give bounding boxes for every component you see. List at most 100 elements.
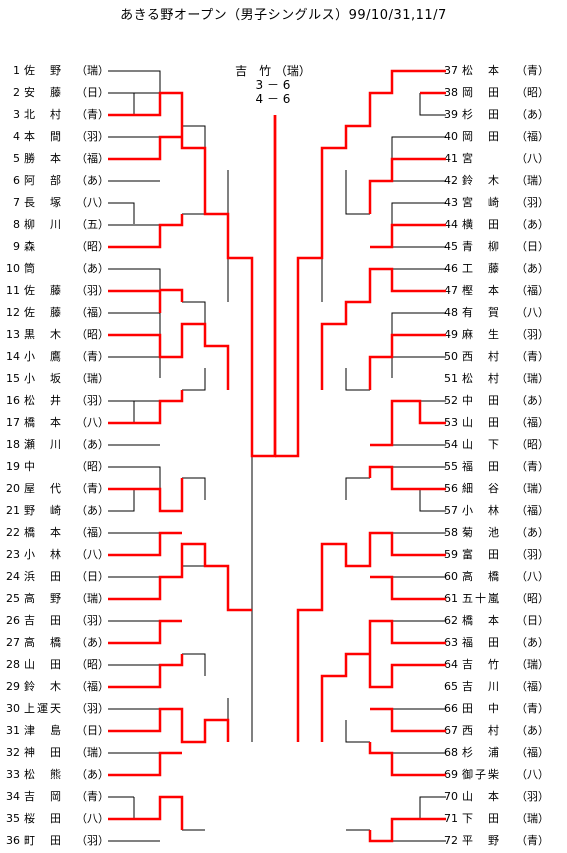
player-number: 50 [444, 350, 458, 363]
player-number: 11 [6, 284, 20, 297]
player-name: 中 [24, 460, 37, 473]
player-name: 橋 本 [24, 416, 63, 429]
player-club: （羽） [516, 790, 549, 803]
player-number: 13 [6, 328, 20, 341]
player-number: 24 [6, 570, 20, 583]
player-club: （瑞） [516, 812, 549, 825]
player-club: （八） [76, 416, 109, 429]
player-name: 高 橋 [24, 636, 63, 649]
player-name: 山 田 [462, 416, 501, 429]
player-club: （瑞） [76, 64, 109, 77]
player-number: 66 [444, 702, 458, 715]
player-number: 20 [6, 482, 20, 495]
player-name: 柳 川 [24, 218, 63, 231]
player-number: 60 [444, 570, 458, 583]
player-number: 6 [13, 174, 20, 187]
player-name: 下 田 [462, 812, 501, 825]
player-number: 48 [444, 306, 458, 319]
player-name: 福 田 [462, 636, 501, 649]
player-club: （福） [76, 306, 109, 319]
player-number: 18 [6, 438, 20, 451]
player-name: 佐 藤 [24, 306, 63, 319]
player-name: 津 島 [24, 724, 63, 737]
player-number: 15 [6, 372, 20, 385]
player-name: 吉 川 [462, 680, 501, 693]
player-name: 野 崎 [24, 504, 63, 517]
player-club: （瑞） [516, 482, 549, 495]
player-number: 44 [444, 218, 458, 231]
champion-name: 吉 竹 [235, 64, 272, 78]
player-number: 40 [444, 130, 458, 143]
player-number: 23 [6, 548, 20, 561]
player-club: （あ） [516, 724, 549, 737]
player-number: 52 [444, 394, 458, 407]
player-club: （昭） [76, 328, 109, 341]
player-club: （昭） [516, 592, 549, 605]
player-number: 31 [6, 724, 20, 737]
player-club: （青） [76, 482, 109, 495]
player-number: 39 [444, 108, 458, 121]
player-number: 54 [444, 438, 458, 451]
player-club: （福） [516, 680, 549, 693]
player-club: （八） [516, 570, 549, 583]
bracket-lines-winners [108, 69, 446, 843]
player-club: （あ） [516, 108, 549, 121]
player-name: 山 田 [24, 658, 63, 671]
player-club: （あ） [76, 262, 109, 275]
player-name: 福 田 [462, 460, 501, 473]
player-club: （羽） [516, 328, 549, 341]
player-number: 68 [444, 746, 458, 759]
player-name: 森 [24, 240, 37, 253]
player-club: （あ） [516, 636, 549, 649]
player-name: 吉 田 [24, 614, 63, 627]
player-club: （日） [76, 570, 109, 583]
player-name: 岡 田 [462, 130, 501, 143]
player-club: （羽） [76, 284, 109, 297]
player-club: （福） [516, 504, 549, 517]
player-club: （羽） [76, 394, 109, 407]
player-club: （青） [76, 108, 109, 121]
player-name: 小 林 [24, 548, 63, 561]
player-number: 34 [6, 790, 20, 803]
player-number: 12 [6, 306, 20, 319]
player-club: （八） [516, 306, 549, 319]
player-club: （青） [516, 350, 549, 363]
player-name: 瀬 川 [24, 438, 63, 451]
player-club: （青） [516, 64, 549, 77]
player-number: 7 [13, 196, 20, 209]
player-number: 3 [13, 108, 20, 121]
player-club: （羽） [516, 548, 549, 561]
player-club: （昭） [76, 240, 109, 253]
player-club: （日） [516, 240, 549, 253]
player-club: （あ） [516, 394, 549, 407]
player-name: 佐 藤 [24, 284, 63, 297]
player-name: 北 村 [24, 108, 63, 121]
player-number: 41 [444, 152, 458, 165]
player-name: 御子柴 [462, 768, 501, 781]
player-club: （日） [516, 614, 549, 627]
player-number: 32 [6, 746, 20, 759]
player-name: 勝 本 [24, 152, 63, 165]
player-number: 45 [444, 240, 458, 253]
player-name: 浜 田 [24, 570, 63, 583]
player-club: （福） [516, 416, 549, 429]
player-number: 22 [6, 526, 20, 539]
player-name: 松 井 [24, 394, 63, 407]
player-club: （青） [76, 790, 109, 803]
player-club: （瑞） [516, 372, 549, 385]
player-name: 岡 田 [462, 86, 501, 99]
player-name: 松 熊 [24, 768, 63, 781]
player-number: 35 [6, 812, 20, 825]
player-club: （八） [76, 548, 109, 561]
player-club: （福） [76, 526, 109, 539]
player-name: 宮 崎 [462, 196, 501, 209]
final-result: 吉 竹 （瑞） 3 － 6 4 － 6 [218, 64, 328, 106]
player-club: （福） [516, 130, 549, 143]
player-club: （あ） [76, 174, 109, 187]
player-name: 五十嵐 [462, 592, 501, 605]
player-number: 8 [13, 218, 20, 231]
page-title: あきる野オープン（男子シングルス）99/10/31,11/7 [120, 8, 447, 23]
player-name: 安 藤 [24, 86, 63, 99]
player-club: （瑞） [76, 372, 109, 385]
player-number: 16 [6, 394, 20, 407]
